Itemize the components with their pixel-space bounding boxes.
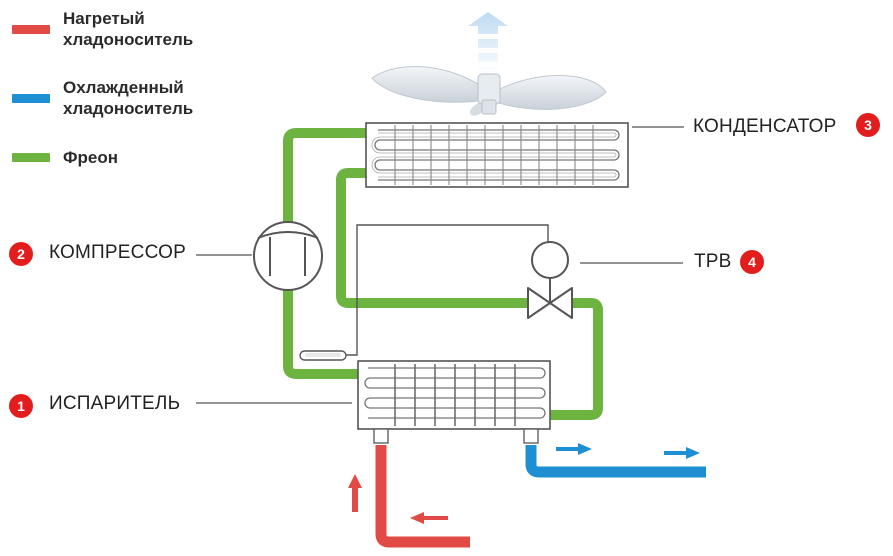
freon-pipe-expansion — [545, 298, 603, 420]
cooled-flow-arrows — [556, 443, 700, 459]
valve-sensing-line — [346, 224, 549, 356]
evaporator-number-badge: 1 — [9, 394, 33, 418]
legend-label-heated: Нагретый хладоноситель — [63, 9, 194, 49]
heated-carrier-pipe — [375, 445, 470, 548]
evaporator-fins — [394, 364, 516, 426]
compressor-number-badge: 2 — [9, 242, 33, 266]
expansion-valve-icon — [527, 241, 573, 319]
valve-label: ТРВ — [694, 251, 732, 272]
valve-number-badge: 4 — [740, 250, 764, 274]
legend-swatch-cooled — [12, 94, 50, 103]
air-flow-up-arrow — [468, 12, 508, 74]
condenser-unit — [365, 122, 629, 188]
heated-flow-arrow-left — [410, 512, 448, 524]
legend-swatch-freon — [12, 153, 50, 162]
condenser-fins — [394, 125, 594, 185]
cooled-flow-arrow-right-1 — [556, 443, 592, 455]
compressor-label: КОМПРЕССОР — [49, 242, 186, 263]
legend-swatch-heated — [12, 25, 50, 34]
heated-flow-arrows — [348, 474, 448, 524]
heated-flow-arrow-up — [348, 474, 362, 512]
evaporator-label: ИСПАРИТЕЛЬ — [49, 393, 181, 414]
freon-pipe-liquid — [336, 168, 535, 308]
compressor-icon — [253, 221, 323, 291]
callout-leaders — [196, 126, 684, 404]
control-lines — [346, 224, 549, 356]
condenser-number-badge: 3 — [856, 113, 880, 137]
freon-circuit — [283, 128, 603, 420]
sensing-bulb-icon — [299, 350, 347, 361]
freon-pipe-suction — [283, 283, 363, 379]
legend-label-cooled: Охлажденный хладоноситель — [63, 78, 194, 118]
evaporator-unit — [357, 360, 551, 444]
legend-label-freon: Фреон — [63, 148, 119, 167]
freon-pipe-discharge — [283, 128, 373, 229]
cooled-flow-arrow-right-2 — [664, 447, 700, 459]
fan-icon — [371, 65, 607, 116]
condenser-label: КОНДЕНСАТОР — [693, 116, 837, 137]
cooled-carrier-pipe — [525, 445, 706, 478]
